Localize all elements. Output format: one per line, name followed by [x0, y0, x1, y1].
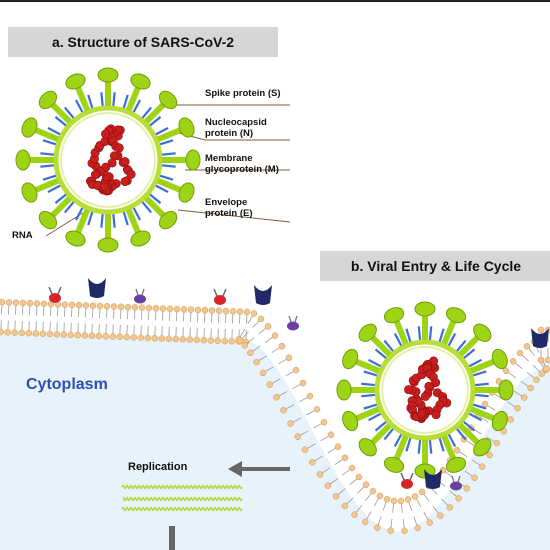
label-spike-protein: Spike protein (S)	[205, 88, 281, 99]
replication-arrow	[228, 461, 290, 477]
replication-label: Replication	[128, 461, 188, 473]
down-arrow-shaft	[169, 526, 175, 550]
cell-membrane	[0, 298, 550, 535]
label-nucleocapsid-1: Nucleocapsid	[205, 117, 267, 128]
panel-b-title: b. Viral Entry & Life Cycle	[320, 251, 550, 281]
virion-entering	[336, 301, 514, 479]
panel-a-title: a. Structure of SARS-CoV-2	[8, 27, 278, 57]
label-membrane-1: Membrane	[205, 153, 253, 164]
cytoplasm-label: Cytoplasm	[26, 376, 108, 393]
label-envelope-1: Envelope	[205, 197, 248, 208]
cytoplasm-region	[0, 332, 550, 550]
cell-receptors	[48, 278, 549, 491]
label-membrane-2: glycoprotein (M)	[205, 164, 279, 175]
label-nucleocapsid-2: protein (N)	[205, 128, 254, 139]
label-envelope-2: protein (E)	[205, 208, 253, 219]
virion-structure	[15, 67, 201, 253]
label-rna: RNA	[12, 230, 33, 241]
top-border-line	[0, 0, 550, 2]
rna-strands	[121, 484, 243, 512]
